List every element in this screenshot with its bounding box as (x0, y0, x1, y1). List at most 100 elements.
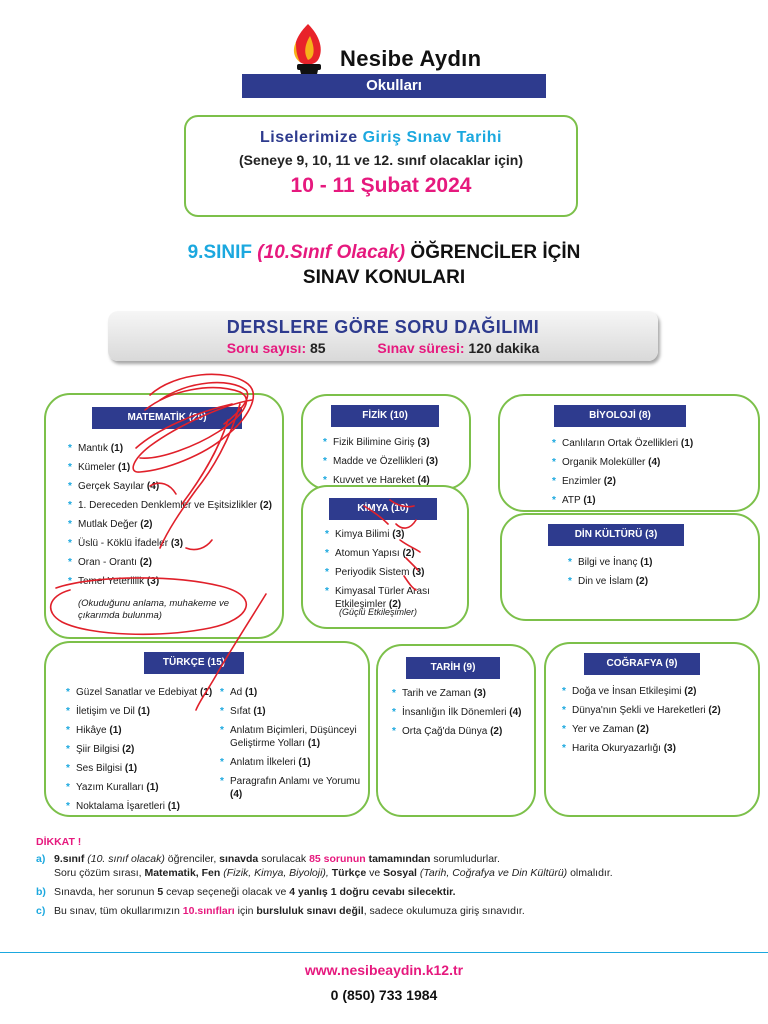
topic-question-count: (1) (109, 725, 122, 736)
subject-topic: ATP (1) (552, 494, 752, 507)
subject-note-kimya: (Güçlü Etkileşimler) (339, 607, 418, 617)
topic-question-count: (3) (412, 567, 425, 578)
topic-question-count: (2) (635, 576, 649, 587)
subject-box-biyoloji: BİYOLOJİ (8) Canlıların Ortak Özellikler… (498, 394, 760, 512)
subject-topic: Güzel Sanatlar ve Edebiyat (1) (66, 686, 226, 699)
topic-question-count: (2) (684, 686, 697, 697)
topic-question-count: (1) (146, 782, 159, 793)
topic-name: Gerçek Sayılar (78, 481, 147, 492)
subject-topic: Ad (1) (220, 686, 366, 699)
topic-name: Atomun Yapısı (335, 548, 403, 559)
topic-question-count: (1) (583, 495, 596, 506)
subject-topic: Yer ve Zaman (2) (562, 723, 760, 736)
subject-topic: Hikâye (1) (66, 724, 226, 737)
subject-topic: Kümeler (1) (68, 461, 282, 474)
topic-question-count: (1) (680, 438, 694, 449)
subject-topic: Atomun Yapısı (2) (325, 547, 461, 560)
topic-name: Üslü - Köklü İfadeler (78, 538, 171, 549)
subject-list-tarih: Tarih ve Zaman (3) İnsanlığın İlk Dönemle… (392, 687, 532, 744)
topic-name: Fizik Bilimine Giriş (333, 437, 418, 448)
subject-box-tarih: TARİH (9) Tarih ve Zaman (3)İnsanlığın İ… (376, 644, 536, 817)
topic-question-count: (4) (648, 457, 661, 468)
topic-question-count: (1) (307, 738, 321, 749)
grade-heading: 9.SINIF (10.Sınıf Olacak) ÖĞRENCİLER İÇİ… (187, 242, 581, 288)
subject-title-kimya: KİMYA (10) (329, 498, 437, 520)
topic-question-count: (1) (253, 706, 266, 717)
notice-item-b: b) Sınavda, her sorunun 5 cevap seçeneği… (36, 886, 456, 898)
topic-question-count: (2) (490, 726, 503, 737)
subject-list-biyoloji: Canlıların Ortak Özellikleri (1)Organik … (552, 437, 752, 513)
topic-name: Din ve İslam (578, 576, 636, 587)
exam-subtitle: (Seneye 9, 10, 11 ve 12. sınıf olacaklar… (238, 152, 524, 168)
subject-topic: Temel Yeterlilik (3) (68, 575, 282, 588)
topic-question-count: (3) (146, 576, 160, 587)
topic-question-count: (3) (417, 437, 430, 448)
subject-topic: Periyodik Sistem (3) (325, 566, 461, 579)
topic-name: 1. Dereceden Denklemler ve Eşitsizlikler (78, 500, 260, 511)
topic-name: Hikâye (76, 725, 110, 736)
topic-question-count: (3) (392, 529, 405, 540)
notice-item-c: c) Bu sınav, tüm okullarımızın 10.sınıfl… (36, 905, 525, 917)
topic-question-count: (2) (139, 557, 152, 568)
subject-topic: Mantık (1) (68, 442, 282, 455)
topic-question-count: (4) (417, 475, 430, 486)
subject-topic: Noktalama İşaretleri (1) (66, 800, 226, 813)
topic-question-count: (1) (167, 801, 180, 812)
subject-topic: Gerçek Sayılar (4) (68, 480, 282, 493)
subject-title-matematik: MATEMATİK (20) (92, 407, 242, 429)
topic-name: Anlatım İlkeleri (230, 757, 299, 768)
topic-name: Mantık (78, 443, 111, 454)
exam-date: 10 - 11 Şubat 2024 (290, 174, 472, 197)
topic-question-count: (1) (199, 687, 213, 698)
subject-topic: Madde ve Özellikleri (3) (323, 455, 463, 468)
topic-name: Dünya'nın Şekli ve Hareketleri (572, 705, 709, 716)
subject-box-fizik: FİZİK (10) Fizik Bilimine Giriş (3)Madde… (301, 394, 471, 490)
subject-topic: İnsanlığın İlk Dönemleri (4) (392, 706, 532, 719)
subject-topic: Oran - Orantı (2) (68, 556, 282, 569)
subject-title-biyoloji: BİYOLOJİ (8) (554, 405, 686, 427)
topic-name: Madde ve Özellikleri (333, 456, 426, 467)
school-logo: Nesibe Aydın Okulları (240, 20, 546, 100)
topic-name: Enzimler (562, 476, 604, 487)
subject-list-fizik: Fizik Bilimine Giriş (3) Madde ve Özellik… (323, 436, 463, 493)
topic-question-count: (1) (640, 557, 653, 568)
subject-box-turkce: TÜRKÇE (15) Güzel Sanatlar ve Edebiyat (… (44, 641, 370, 817)
subject-topic: Orta Çağ'da Dünya (2) (392, 725, 532, 738)
topic-name: Orta Çağ'da Dünya (402, 726, 491, 737)
website-link[interactable]: www.nesibeaydin.k12.tr (304, 962, 464, 978)
topic-question-count: (3) (473, 688, 486, 699)
subject-title-cografya: COĞRAFYA (9) (584, 653, 700, 675)
subject-box-matematik: MATEMATİK (20) Mantık (1)Kümeler (1)Gerç… (44, 393, 284, 639)
topic-name: Yazım Kuralları (76, 782, 147, 793)
subject-title-turkce: TÜRKÇE (15) (144, 652, 244, 674)
topic-name: Temel Yeterlilik (78, 576, 147, 587)
topic-question-count: (1) (110, 443, 124, 454)
topic-question-count: (2) (259, 500, 272, 511)
subject-topic: Sıfat (1) (220, 705, 366, 718)
subject-box-cografya: COĞRAFYA (9) Doğa ve İnsan Etkileşimi (2… (544, 642, 760, 817)
topic-name: Doğa ve İnsan Etkileşimi (572, 686, 685, 697)
topic-question-count: (2) (140, 519, 153, 530)
topic-question-count: (1) (118, 462, 131, 473)
subject-list-turkce-right: Ad (1)Sıfat (1)Anlatım Biçimleri, Düşünc… (220, 686, 366, 807)
subject-topic: Tarih ve Zaman (3) (392, 687, 532, 700)
topic-name: Kimya Bilimi (335, 529, 393, 540)
topic-name: Sıfat (230, 706, 254, 717)
subject-topic: Dünya'nın Şekli ve Hareketleri (2) (562, 704, 760, 717)
subject-topic: Kimya Bilimi (3) (325, 528, 461, 541)
subject-list-turkce-left: Güzel Sanatlar ve Edebiyat (1) İletişim v… (66, 686, 226, 819)
topic-question-count: (3) (663, 743, 676, 754)
topic-question-count: (3) (170, 538, 184, 549)
subject-topic: 1. Dereceden Denklemler ve Eşitsizlikler… (68, 499, 282, 512)
subject-topic: İletişim ve Dil (1) (66, 705, 226, 718)
question-distribution-banner: DERSLERE GÖRE SORU DAĞILIMI Soru sayısı:… (108, 311, 658, 361)
topic-question-count: (4) (230, 789, 243, 800)
school-name: Nesibe Aydın (340, 46, 482, 71)
topic-name: İletişim ve Dil (76, 706, 138, 717)
topic-name: Oran - Orantı (78, 557, 140, 568)
subject-list-cografya: Doğa ve İnsan Etkileşimi (2) Dünya'nın Şe… (562, 685, 760, 761)
subject-topic: Canlıların Ortak Özellikleri (1) (552, 437, 752, 450)
subject-box-din-kulturu: DİN KÜLTÜRÜ (3) Bilgi ve İnanç (1)Din ve… (500, 513, 760, 621)
distribution-title: DERSLERE GÖRE SORU DAĞILIMI (226, 317, 540, 337)
subject-topic: Fizik Bilimine Giriş (3) (323, 436, 463, 449)
